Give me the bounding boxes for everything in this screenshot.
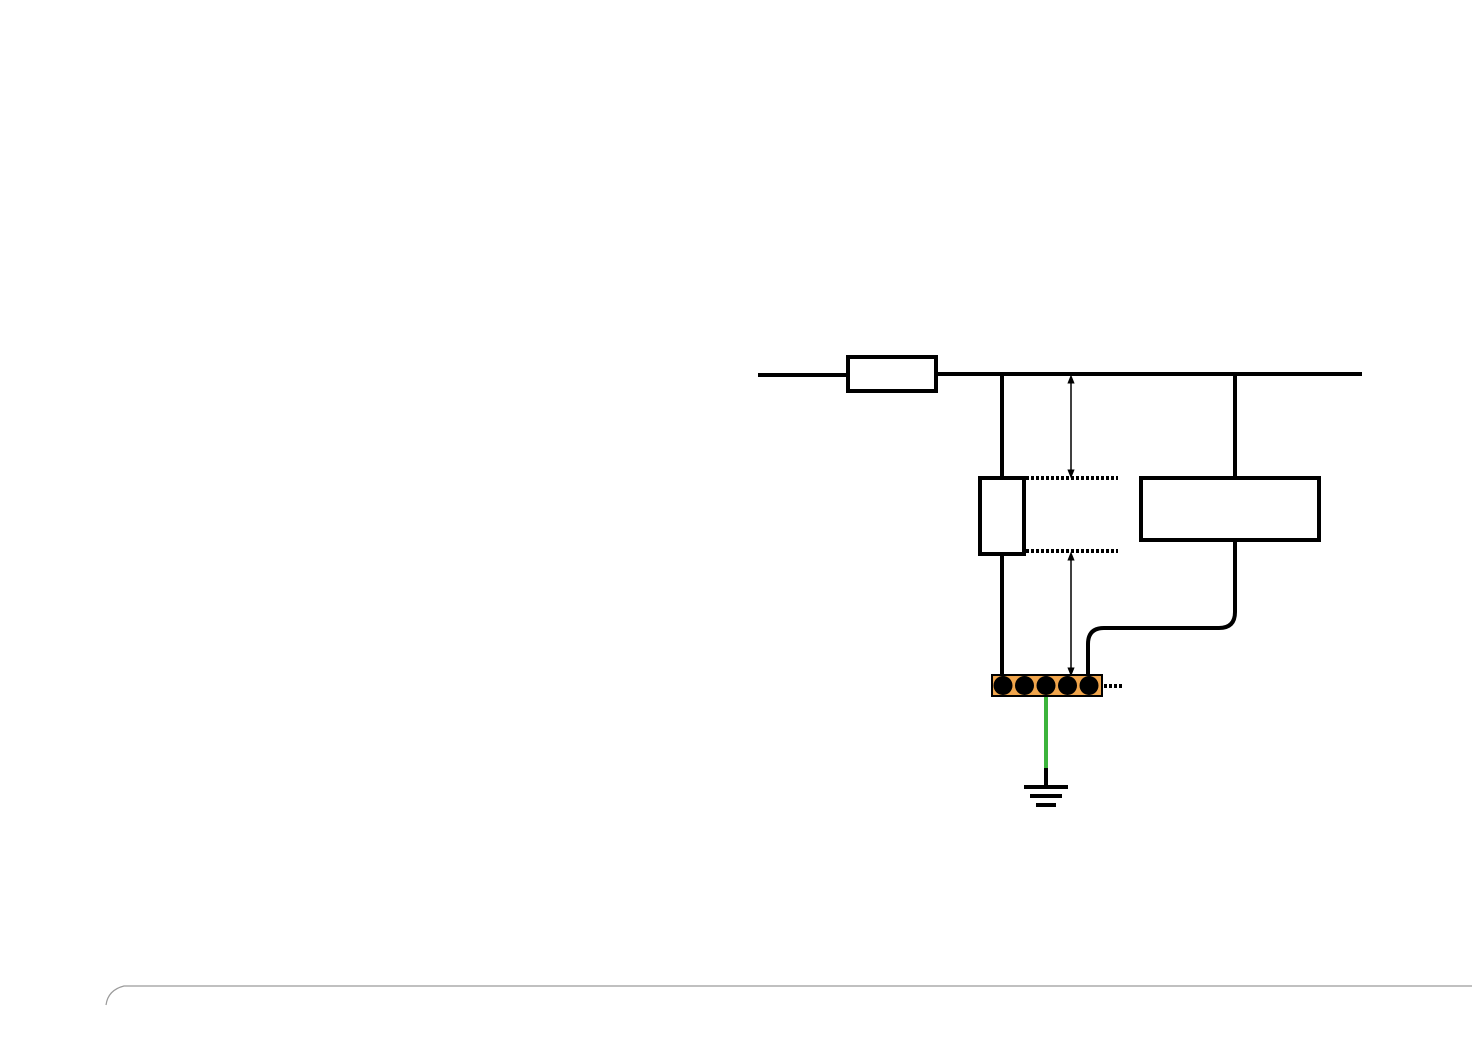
terminal-dot — [1036, 676, 1056, 695]
terminal-dot — [1079, 676, 1099, 695]
terminal-bar — [991, 674, 1103, 697]
terminal-dot — [1015, 676, 1034, 695]
load-box — [1139, 476, 1321, 542]
ground-symbol — [1024, 768, 1068, 807]
series-resistor — [846, 355, 938, 393]
load-return-wire — [1086, 540, 1237, 676]
slide-frame-line — [105, 985, 1472, 1006]
terminal-dot — [993, 676, 1013, 695]
shunt-resistor — [978, 476, 1026, 556]
terminal-dot — [1058, 676, 1077, 695]
